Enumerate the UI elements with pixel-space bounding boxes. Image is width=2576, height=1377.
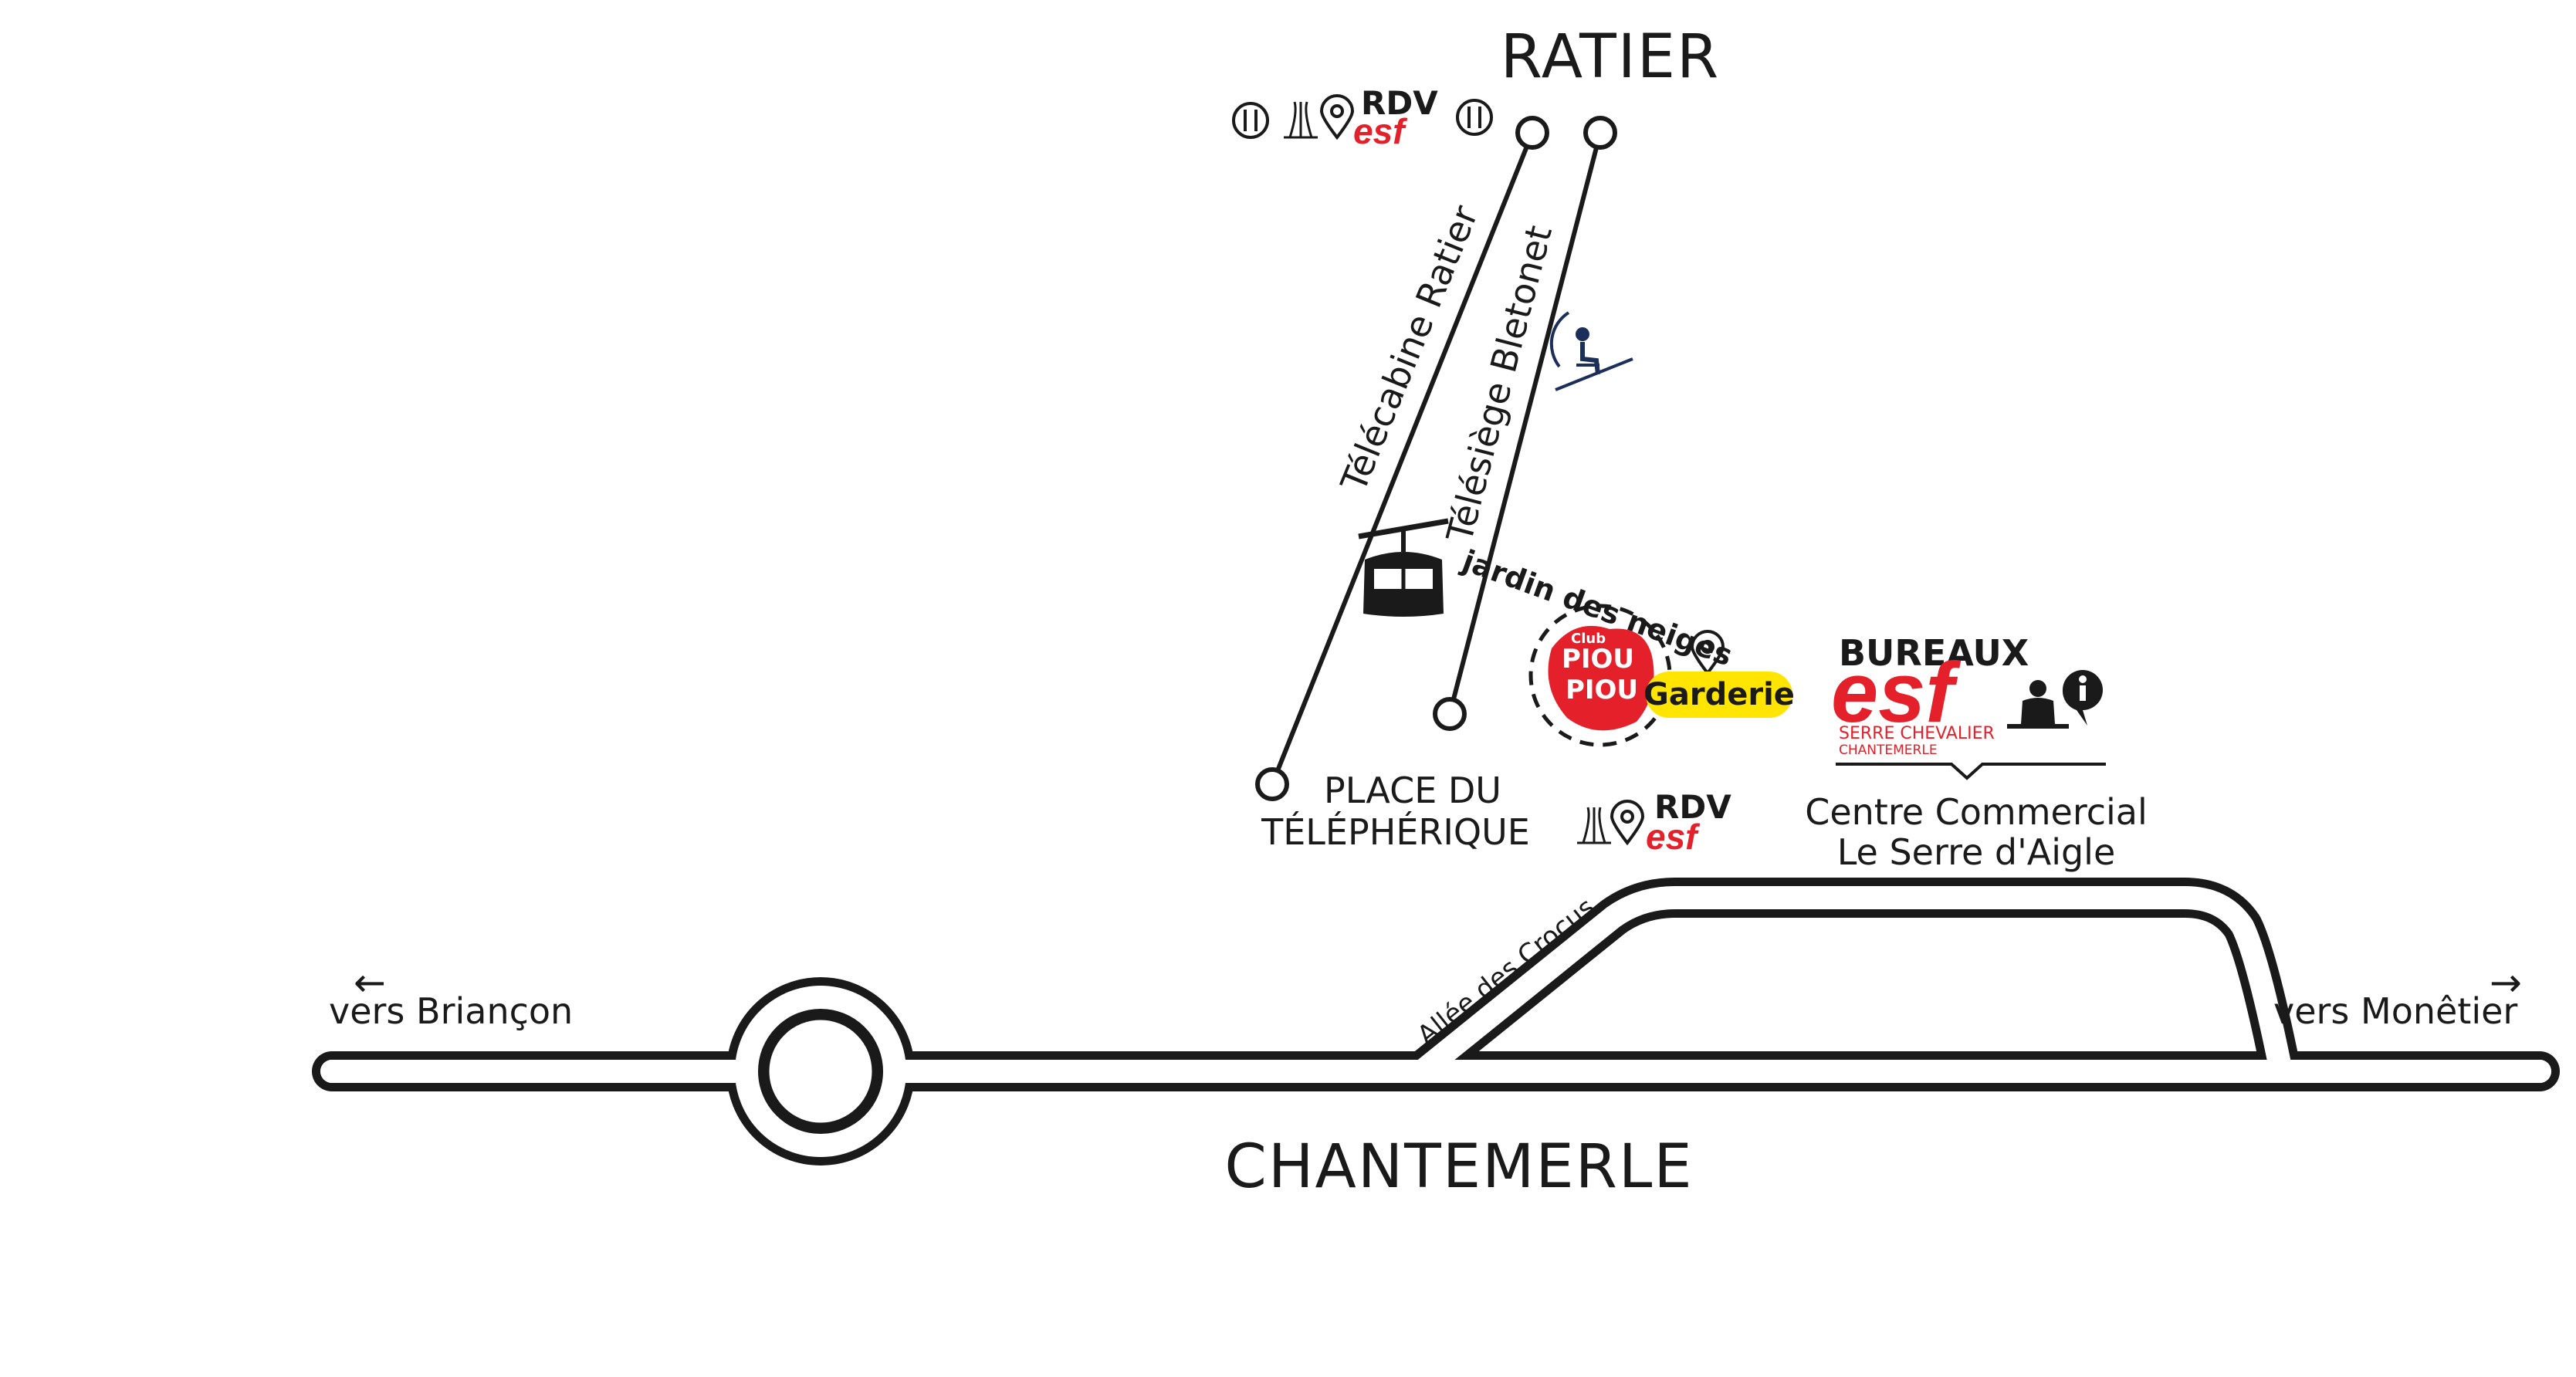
road-network [312,878,2560,1166]
bottom-town-title: CHANTEMERLE [1224,1132,1693,1202]
gondola-bottom-station [1255,767,1289,801]
office-sub2: CHANTEMERLE [1839,743,1938,758]
dir-right-label: vers Monêtier [2273,990,2517,1032]
mall-line1: Centre Commercial [1805,791,2148,833]
chairlift-top-station [1583,116,1617,150]
location-pin-icon [1610,800,1645,846]
office-esf-logo: esf [1831,645,1961,740]
dir-left-label: vers Briançon [329,990,573,1032]
club-label: Club [1571,631,1606,647]
rdv-bottom-label: RDV [1654,788,1731,826]
ski-locker-icon [1284,101,1318,139]
office-sub1: SERRE CHEVALIER [1839,724,1995,743]
club-line2: PIOU [1566,675,1638,705]
dir-right-arrow: → [2490,960,2522,1005]
info-icon [2062,670,2103,726]
mall-line2: Le Serre d'Aigle [1837,831,2116,873]
reception-icon [2007,680,2069,729]
snow-garden: jardin des neiges Club PIOU PIOU Garderi… [1457,543,1795,747]
chairlift-cable [1447,132,1603,715]
restaurant-icon [1232,102,1269,139]
bureaux-label: BUREAUX [1839,632,2029,674]
garderie-badge [1646,672,1792,718]
office-callout [1836,763,2106,780]
rdv-top-esf: esf [1353,111,1408,151]
piou-piou-logo [1548,625,1654,731]
location-pin-icon [1319,94,1355,140]
place-line2: TÉLÉPHÉRIQUE [1261,811,1530,853]
top-station-title: RATIER [1501,22,1720,92]
restaurant-icon [1456,99,1493,136]
gondola-cable [1270,131,1535,786]
rdv-bottom-esf: esf [1646,817,1701,857]
dir-left-arrow: ← [354,960,386,1005]
gondola-icon [1358,518,1449,617]
club-line1: PIOU [1562,644,1634,675]
rdv-top-label: RDV [1361,84,1438,122]
ski-locker-icon [1577,807,1611,844]
lift-lines [1255,116,1617,801]
gondola-top-station [1515,116,1549,150]
chairlift-icon [1549,311,1633,391]
chairlift-bottom-station [1433,697,1467,731]
garderie-label: Garderie [1643,677,1795,712]
location-pin-icon [1690,630,1725,676]
esf-office: BUREAUX esf SERRE CHEVALIER CHANTEMERLE … [1805,632,2148,873]
place-line1: PLACE DU [1324,770,1501,811]
